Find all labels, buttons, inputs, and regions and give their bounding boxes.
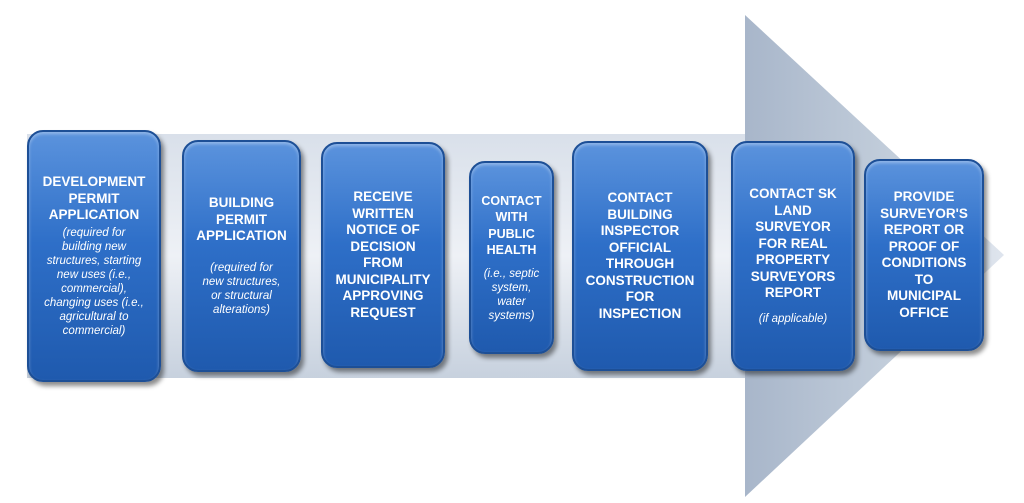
step-title: BUILDING PERMIT APPLICATION — [196, 195, 287, 244]
step-note: (required for new structures, or structu… — [202, 261, 281, 316]
step-surveyor-report: PROVIDE SURVEYOR'S REPORT OR PROOF OF CO… — [864, 159, 984, 351]
step-note: (i.e., septic system, water systems) — [483, 267, 540, 322]
step-public-health: CONTACT WITH PUBLIC HEALTH (i.e., septic… — [469, 161, 554, 354]
step-title: PROVIDE SURVEYOR'S REPORT OR PROOF OF CO… — [880, 189, 968, 320]
step-note: (if applicable) — [758, 312, 828, 325]
step-land-surveyor: CONTACT SK LAND SURVEYOR FOR REAL PROPER… — [731, 141, 855, 371]
step-title: CONTACT BUILDING INSPECTOR OFFICIAL THRO… — [585, 190, 695, 321]
step-title: CONTACT WITH PUBLIC HEALTH — [481, 193, 542, 258]
step-notice-of-decision: RECEIVE WRITTEN NOTICE OF DECISION FROM … — [321, 142, 445, 368]
step-building-permit: BUILDING PERMIT APPLICATION (required fo… — [182, 140, 301, 372]
step-development-permit: DEVELOPMENT PERMIT APPLICATION (required… — [27, 130, 161, 382]
step-title: CONTACT SK LAND SURVEYOR FOR REAL PROPER… — [749, 186, 837, 301]
step-building-inspector: CONTACT BUILDING INSPECTOR OFFICIAL THRO… — [572, 141, 708, 371]
step-note: (required for building new structures, s… — [44, 226, 144, 337]
step-title: DEVELOPMENT PERMIT APPLICATION — [42, 174, 146, 223]
step-title: RECEIVE WRITTEN NOTICE OF DECISION FROM … — [335, 189, 431, 320]
